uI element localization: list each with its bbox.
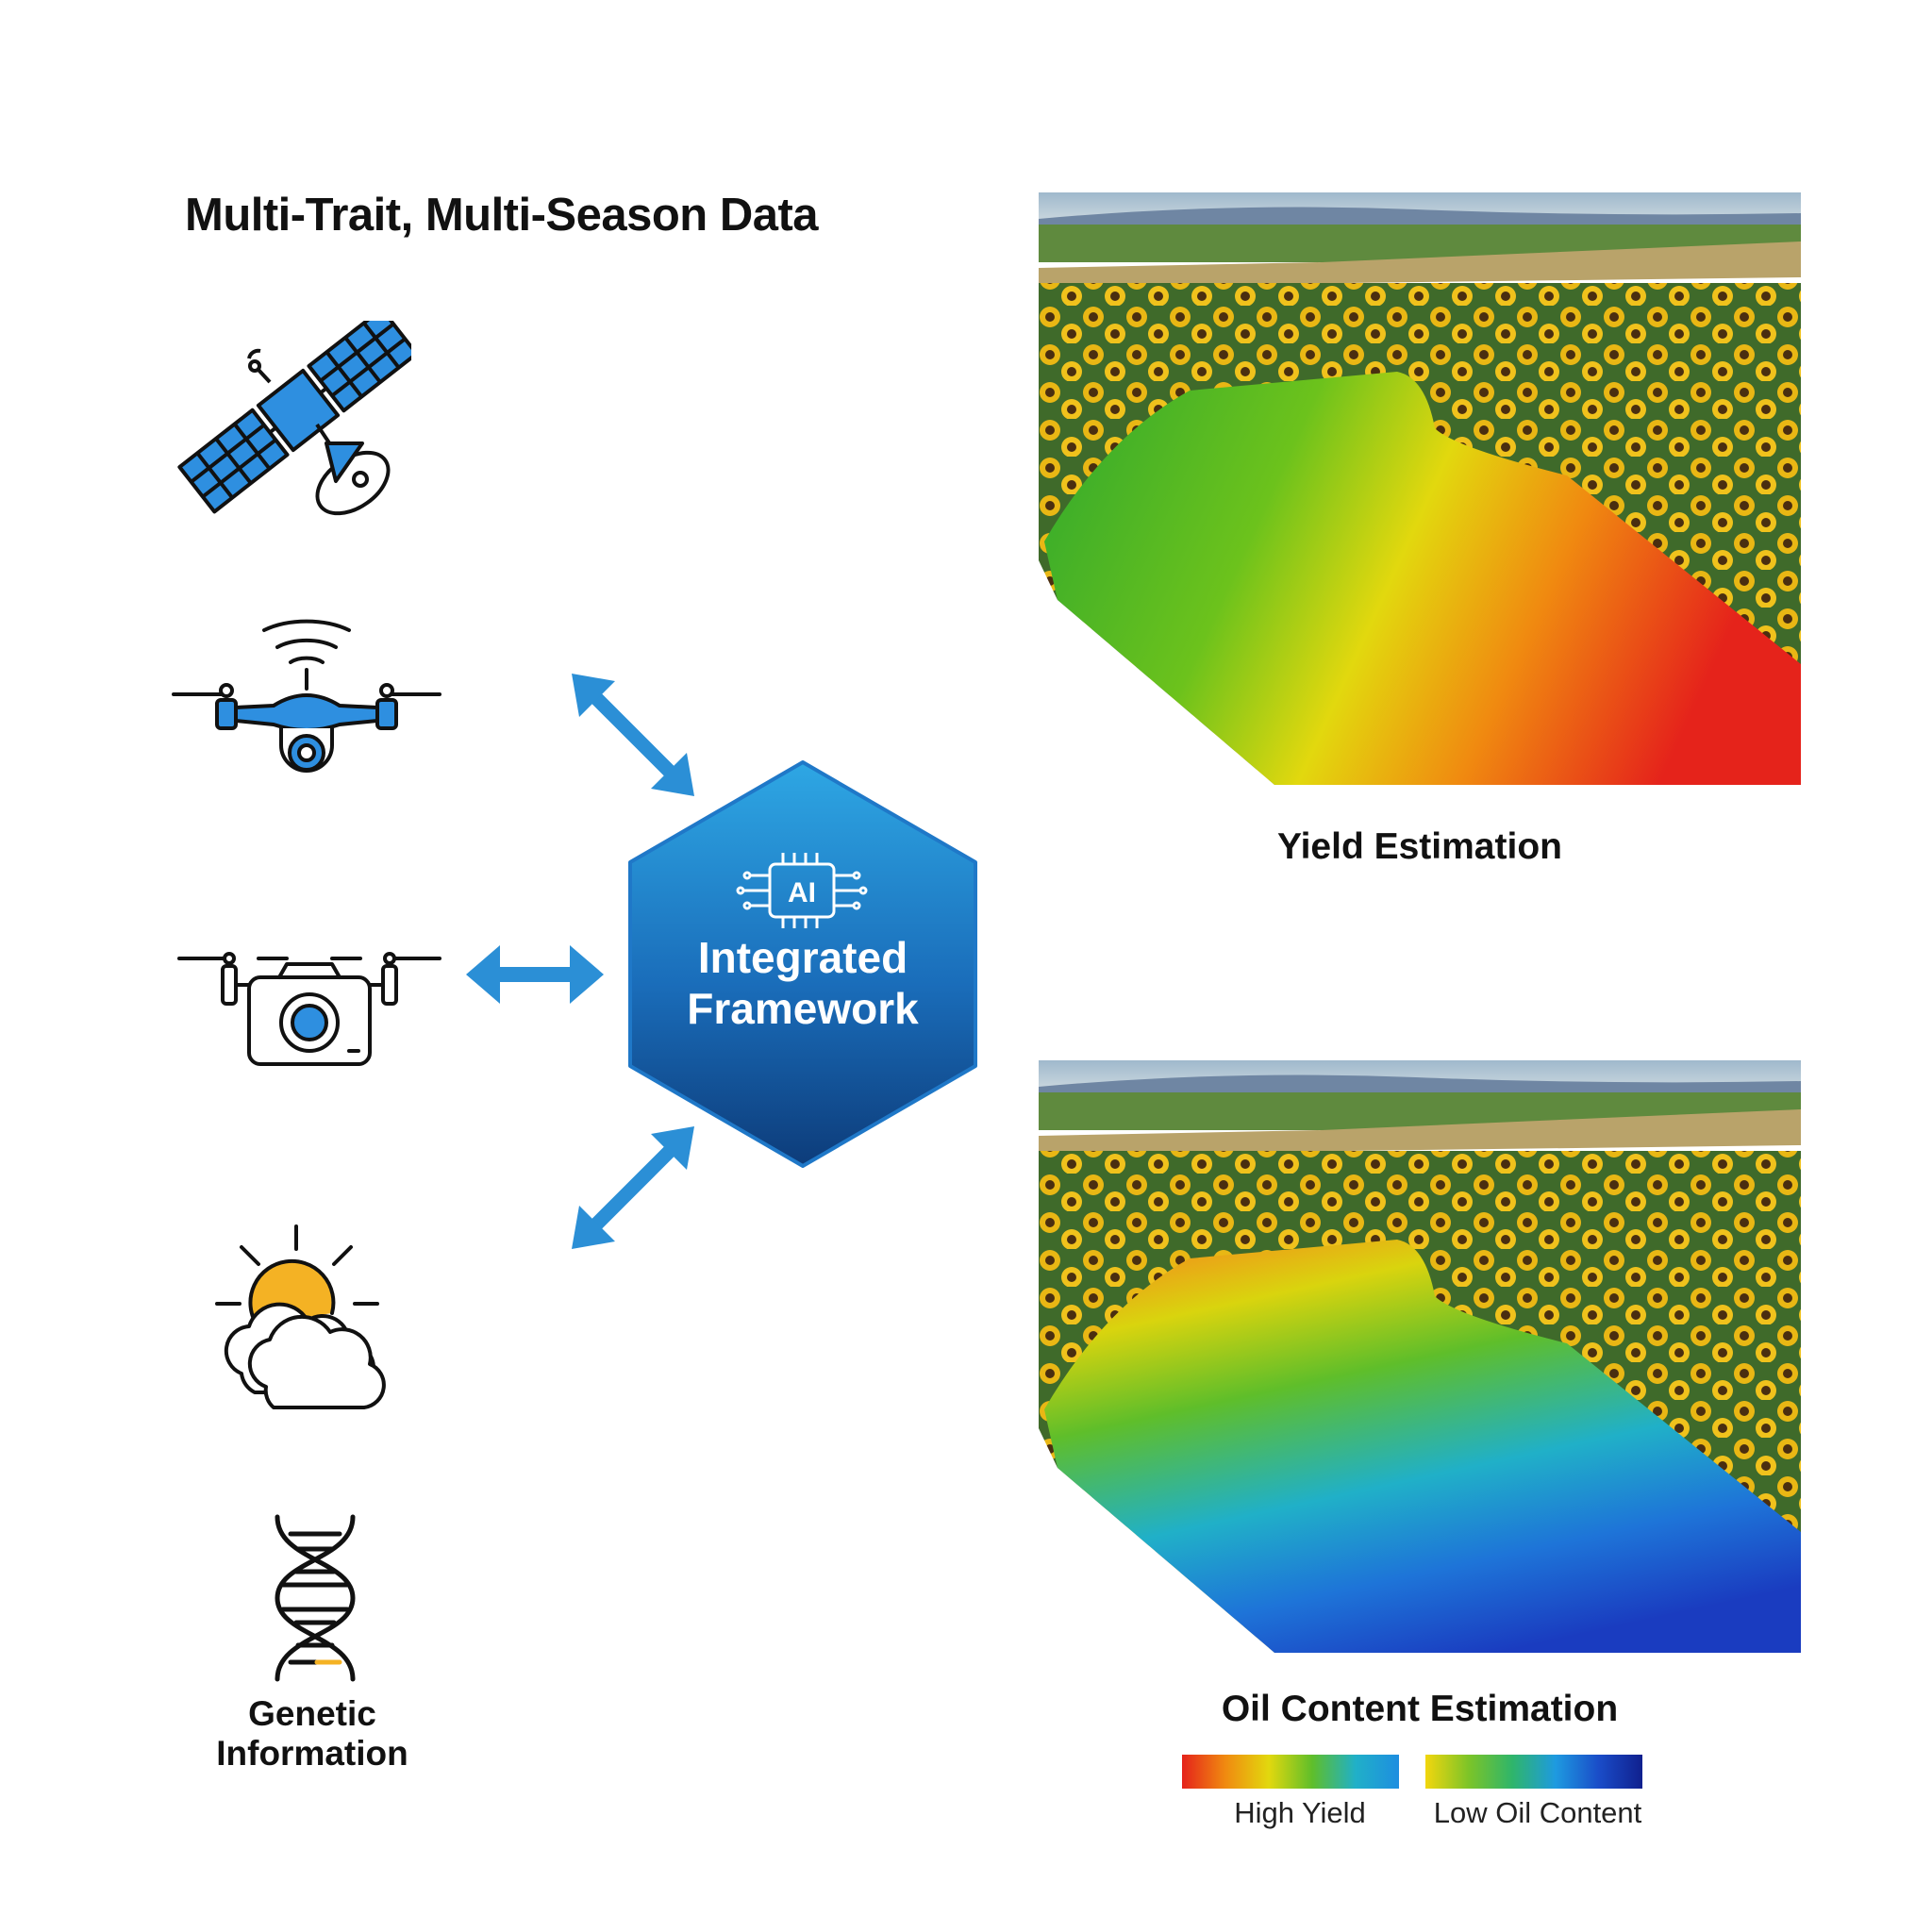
ai-chip-icon: AI: [736, 849, 868, 935]
legend-gradient-oil: [1425, 1755, 1642, 1789]
legend-gradient-yield: [1182, 1755, 1399, 1789]
diagram-title: Multi-Trait, Multi-Season Data: [185, 190, 819, 241]
yield-estimation-caption: Yield Estimation: [1277, 826, 1562, 867]
arrow-weather-hub: [570, 1124, 696, 1256]
ai-chip-label: AI: [788, 877, 816, 908]
legend-label-high-yield: High Yield: [1234, 1796, 1366, 1829]
oil-content-estimation-image: [1039, 1060, 1801, 1653]
genetic-label-line1: Genetic: [248, 1694, 376, 1733]
integrated-framework-hub: [623, 758, 983, 1170]
legend-label-low-oil: Low Oil Content: [1433, 1796, 1642, 1829]
drone-wifi-icon: [170, 604, 443, 792]
hub-label-line1: Integrated: [697, 933, 908, 982]
dna-icon: [268, 1513, 362, 1685]
weather-sun-cloud-icon: [213, 1223, 402, 1421]
genetic-information-label: Genetic Information: [189, 1694, 436, 1774]
hub-label-line2: Framework: [687, 984, 919, 1033]
drone-camera-icon: [177, 947, 441, 1079]
genetic-label-line2: Information: [216, 1734, 408, 1773]
arrow-drone-hub: [570, 672, 696, 803]
yield-estimation-image: [1039, 192, 1801, 785]
satellite-icon: [175, 321, 411, 538]
hub-label: Integrated Framework: [623, 932, 983, 1034]
oil-content-estimation-caption: Oil Content Estimation: [1221, 1689, 1619, 1729]
arrow-camera-hub: [464, 941, 606, 1012]
